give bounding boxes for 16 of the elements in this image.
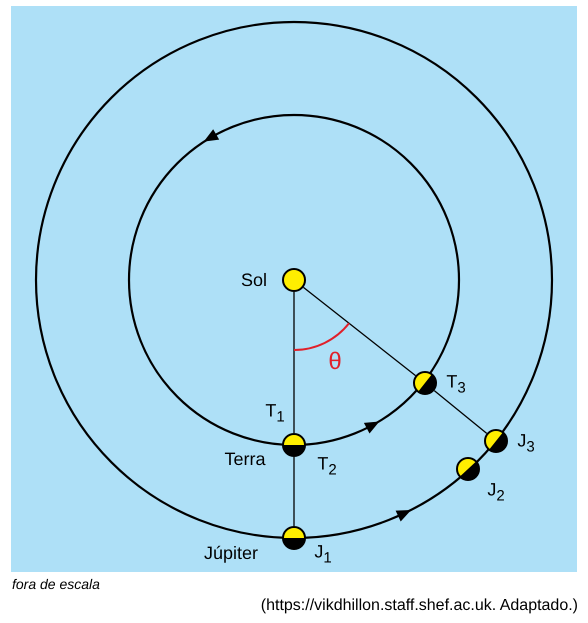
position-label: J$_{1}$	[314, 542, 332, 566]
connecting-line	[293, 292, 295, 433]
connecting-line	[303, 286, 416, 376]
source-note: (https://vikdhillon.staff.shef.ac.uk. Adaptado.)	[260, 597, 578, 615]
position-label: T$_{2}$	[317, 454, 337, 478]
position-label: T$_{3}$	[446, 372, 466, 396]
position-label: J$_{3}$	[517, 432, 535, 454]
position-label: T$_{1}$	[265, 402, 285, 424]
jupiter-label: Júpiter	[204, 544, 258, 562]
connecting-line	[434, 390, 488, 434]
sun-label: Sol	[241, 271, 267, 289]
position-label: J$_{2}$	[487, 480, 505, 504]
angle-label: θ	[328, 348, 342, 376]
earth-label: Terra	[224, 450, 266, 468]
scale-note: fora de escala	[12, 576, 100, 592]
connecting-line	[293, 457, 295, 526]
